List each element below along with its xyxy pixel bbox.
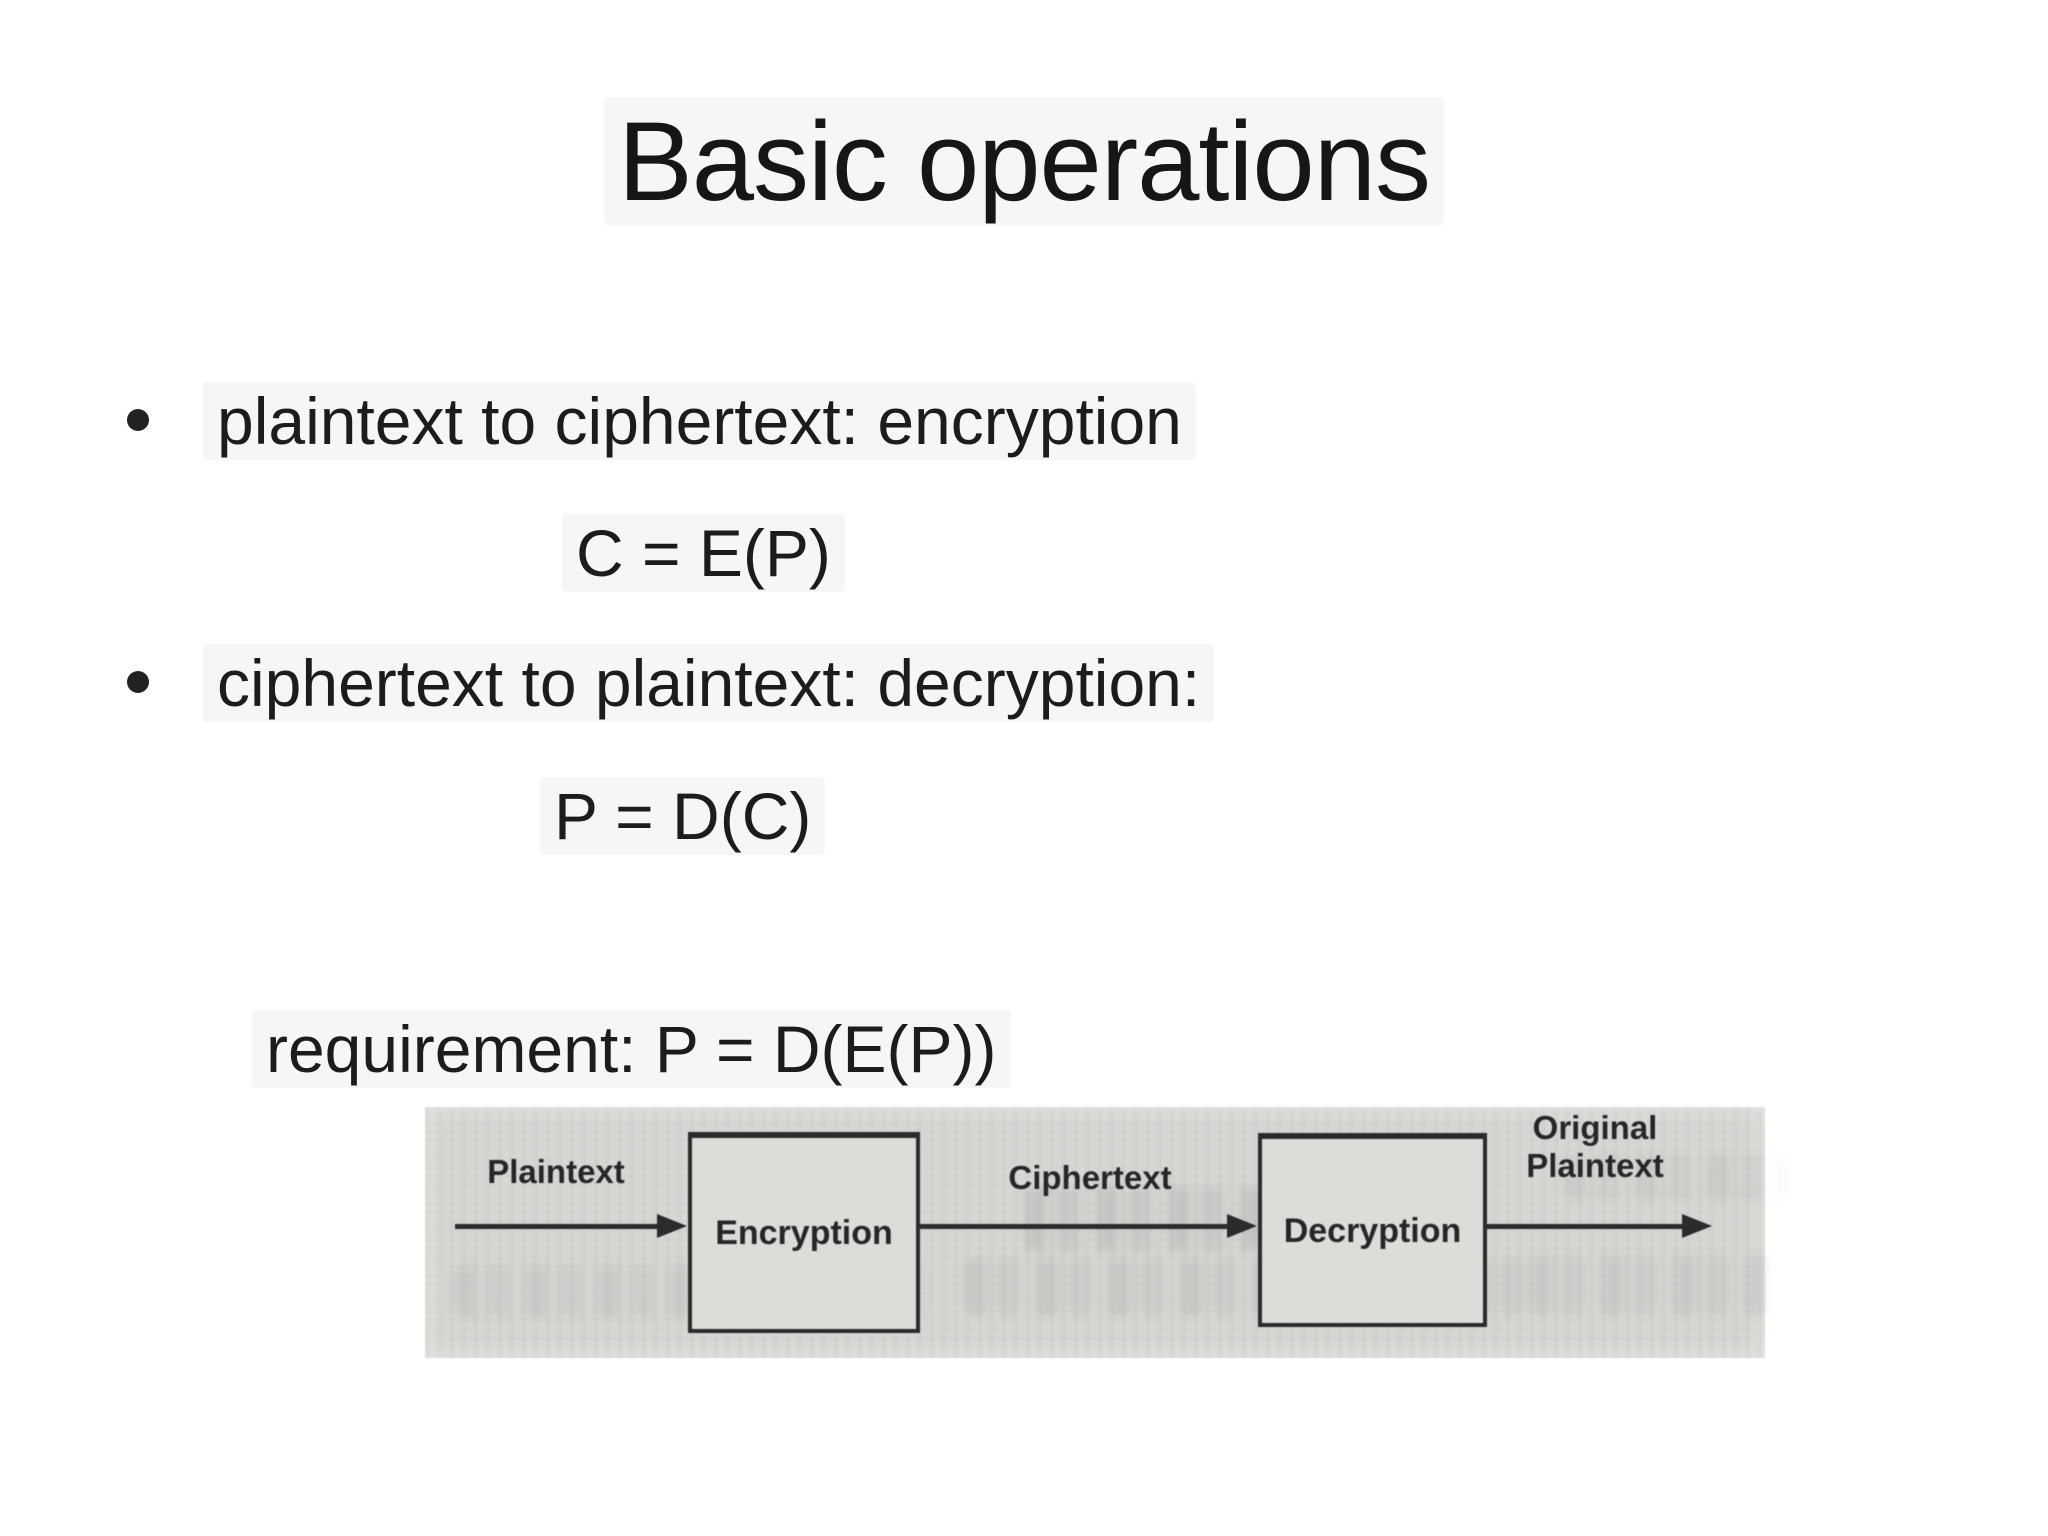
arrow-line	[1487, 1224, 1683, 1229]
bullet-item-decryption: ciphertext to plaintext: decryption:	[203, 642, 1215, 724]
formula-encryption: C = E(P)	[562, 512, 845, 594]
bullet-icon	[127, 409, 149, 431]
scan-ghost-artifact	[1530, 1255, 1770, 1315]
scan-ghost-artifact	[1565, 1155, 1785, 1201]
bullet-item-encryption: plaintext to ciphertext: encryption	[203, 380, 1196, 462]
output-arrow	[1487, 1214, 1712, 1238]
arrow-right-icon	[1682, 1214, 1712, 1238]
arrow-right-icon	[1227, 1214, 1257, 1238]
bullet-text: plaintext to ciphertext: encryption	[203, 382, 1196, 460]
original-plaintext-label-line2: Plaintext	[1526, 1146, 1664, 1184]
original-plaintext-label-line1: Original	[1532, 1109, 1658, 1146]
ciphertext-arrow	[920, 1214, 1257, 1238]
bullet-icon	[127, 671, 149, 693]
arrow-line	[920, 1224, 1228, 1229]
arrow-right-icon	[657, 1214, 687, 1238]
plaintext-label: Plaintext	[487, 1153, 625, 1190]
formula-text: C = E(P)	[562, 514, 845, 592]
encryption-box: Encryption	[688, 1132, 920, 1333]
requirement-line: requirement: P = D(E(P))	[252, 1008, 1011, 1090]
decryption-box-label: Decryption	[1283, 1211, 1462, 1250]
diagram-panel: Plaintext Ciphertext Original Plaintext …	[425, 1107, 1785, 1358]
bullet-text: ciphertext to plaintext: decryption:	[203, 644, 1215, 722]
input-arrow	[455, 1214, 687, 1238]
encryption-box-label: Encryption	[715, 1214, 893, 1252]
arrow-line	[455, 1224, 658, 1229]
scan-noise-artifact	[425, 1107, 1765, 1358]
title-text: Basic operations	[603, 97, 1445, 226]
decryption-box: Decryption	[1258, 1133, 1487, 1327]
formula-text: P = D(C)	[540, 777, 826, 855]
page-title: Basic operations	[0, 92, 2048, 232]
original-plaintext-label: Original Plaintext	[1495, 1109, 1695, 1185]
requirement-text: requirement: P = D(E(P))	[252, 1010, 1011, 1088]
formula-decryption: P = D(C)	[540, 775, 826, 857]
ciphertext-label: Ciphertext	[1008, 1159, 1172, 1196]
